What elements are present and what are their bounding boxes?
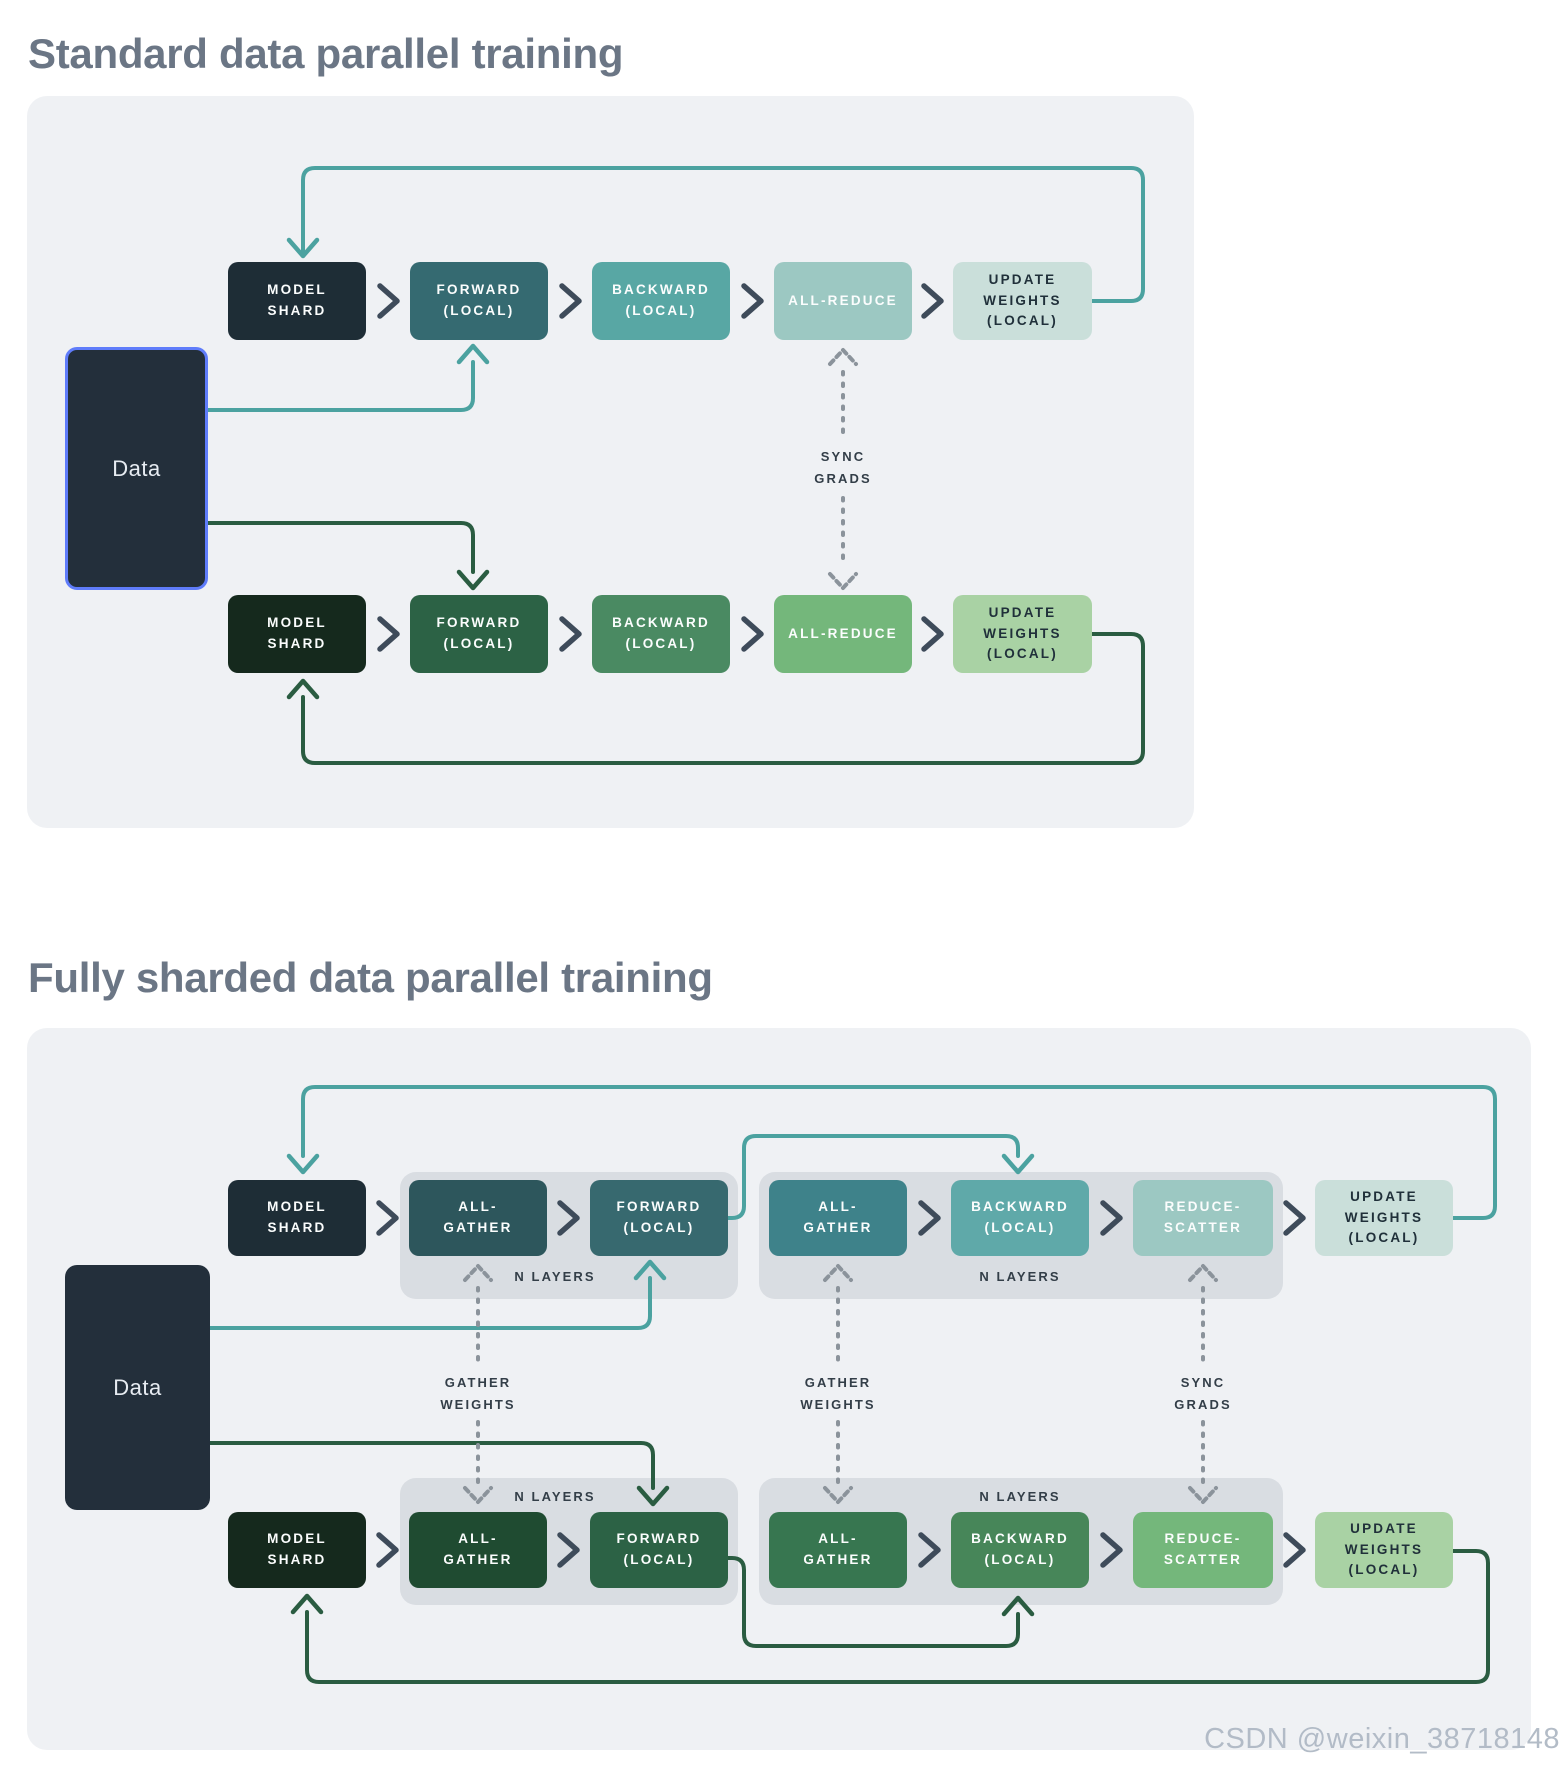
section1-title: Standard data parallel training — [28, 30, 624, 77]
section2-title: Fully sharded data parallel training — [28, 954, 713, 1001]
box-backward-local: BACKWARD (LOCAL) — [592, 595, 730, 673]
box-backward-local: BACKWARD (LOCAL) — [592, 262, 730, 340]
box-all-gather: ALL- GATHER — [769, 1512, 907, 1588]
box-reduce-scatter: REDUCE- SCATTER — [1133, 1512, 1273, 1588]
box-all-reduce: ALL-REDUCE — [774, 595, 912, 673]
n-layers-caption: N LAYERS — [514, 1268, 596, 1284]
gather-weights-label: GATHER WEIGHTS — [800, 1374, 876, 1412]
box-forward-local: FORWARD (LOCAL) — [410, 262, 548, 340]
n-layers-caption: N LAYERS — [979, 1268, 1061, 1284]
box-forward-local: FORWARD (LOCAL) — [410, 595, 548, 673]
watermark-text: CSDN @weixin_38718148 — [1204, 1723, 1560, 1755]
box-backward-local: BACKWARD (LOCAL) — [951, 1512, 1089, 1588]
box-model-shard: MODEL SHARD — [228, 595, 366, 673]
box-update-weights: UPDATE WEIGHTS (LOCAL) — [1315, 1512, 1453, 1588]
sync-grads-label: SYNC GRADS — [1174, 1374, 1232, 1412]
box-model-shard: MODEL SHARD — [228, 1180, 366, 1256]
n-layers-caption: N LAYERS — [514, 1488, 596, 1504]
box-forward-local: FORWARD (LOCAL) — [590, 1512, 728, 1588]
section2-panel — [27, 1028, 1531, 1750]
box-model-shard: MODEL SHARD — [228, 1512, 366, 1588]
box-all-gather: ALL- GATHER — [409, 1180, 547, 1256]
box-backward-local: BACKWARD (LOCAL) — [951, 1180, 1089, 1256]
gather-weights-label: GATHER WEIGHTS — [440, 1374, 516, 1412]
n-layers-caption: N LAYERS — [979, 1488, 1061, 1504]
sync-grads-label: SYNC GRADS — [814, 448, 872, 486]
box-all-reduce: ALL-REDUCE — [774, 262, 912, 340]
box-reduce-scatter: REDUCE- SCATTER — [1133, 1180, 1273, 1256]
box-update-weights: UPDATE WEIGHTS (LOCAL) — [953, 595, 1092, 673]
data-box: Data — [65, 1265, 210, 1510]
box-forward-local: FORWARD (LOCAL) — [590, 1180, 728, 1256]
box-all-gather: ALL- GATHER — [409, 1512, 547, 1588]
box-all-gather: ALL- GATHER — [769, 1180, 907, 1256]
box-model-shard: MODEL SHARD — [228, 262, 366, 340]
data-box: Data — [65, 347, 208, 590]
box-update-weights: UPDATE WEIGHTS (LOCAL) — [953, 262, 1092, 340]
box-update-weights: UPDATE WEIGHTS (LOCAL) — [1315, 1180, 1453, 1256]
